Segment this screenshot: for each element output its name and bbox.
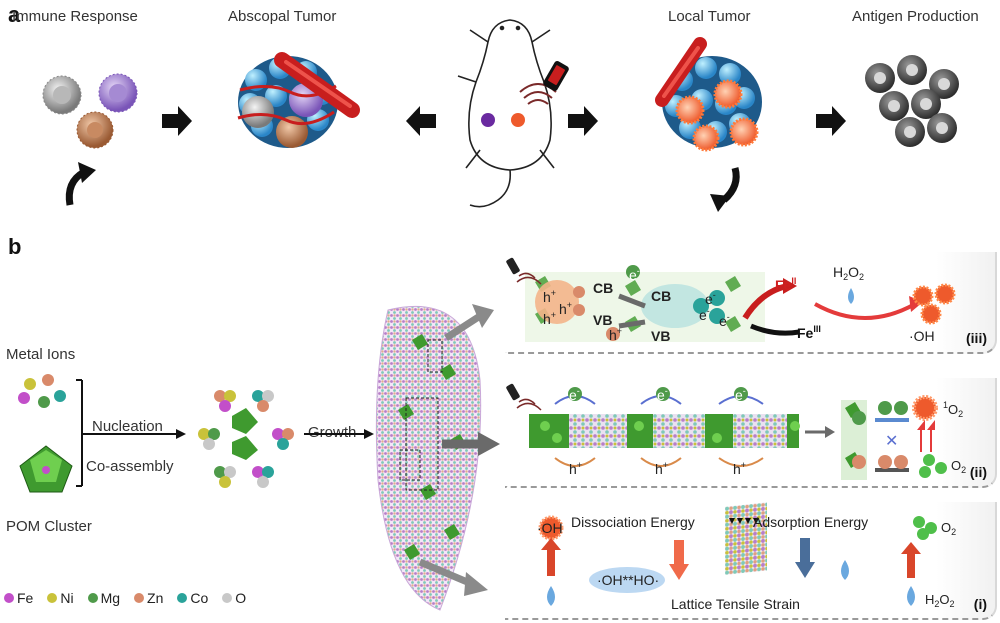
local-tumor-illustration: [655, 37, 762, 152]
mechanism-panel-ii: ✕ e- e- e- h+ h+ h+ 1O2 O2 (ii): [505, 378, 997, 488]
growth-label: Growth: [308, 424, 357, 441]
electron-label-ii-3: e-: [735, 386, 746, 403]
arrow-right-icon-2: [568, 106, 598, 136]
lattice-tensile-strain-label: Lattice Tensile Strain: [671, 596, 800, 612]
fe-ii-label: FeII: [775, 276, 797, 293]
pom-cluster-icon: [19, 445, 73, 493]
immune-response-label: Immune Response: [12, 8, 138, 25]
phone-device-icon: [543, 60, 569, 92]
svg-text:✕: ✕: [885, 433, 898, 450]
electron-label-3: e-: [699, 306, 710, 323]
abscopal-tumor-dot: [481, 113, 495, 127]
legend-item-fe: Fe: [4, 590, 33, 606]
oh-ho-intermediate-label: ·OH**HO·: [597, 572, 660, 588]
singlet-oxygen-label: 1O2: [943, 400, 964, 419]
adsorption-energy-label: Adsorption Energy: [753, 514, 869, 530]
cb-label-right: CB: [651, 288, 672, 304]
photocatalysis-iii-illustration: [506, 257, 956, 342]
electron-label-ii-2: e-: [657, 386, 668, 403]
pom-cluster-label: POM Cluster: [6, 518, 92, 535]
dissociation-energy-label: Dissociation Energy: [571, 514, 695, 530]
nucleation-label: Nucleation: [92, 418, 163, 435]
mechanism-panel-i: ·OH Dissociation Energy Adsorption Energ…: [505, 502, 997, 620]
curved-down-arrow-icon: [721, 167, 740, 203]
h2o2-label-i: H2O2: [925, 592, 955, 609]
lattice-strain-i-illustration: [538, 502, 937, 606]
panel-i-label: (i): [973, 596, 987, 612]
hydroxyl-radical-label-i: ·OH: [537, 520, 563, 536]
immune-cell-purple: [98, 73, 138, 113]
electron-label-1: e-: [629, 266, 640, 283]
element-legend: Fe Ni Mg Zn Co O: [4, 590, 246, 606]
immune-cell-grey: [42, 75, 82, 115]
fe-iii-label: FeIII: [797, 324, 821, 341]
electron-label-ii-1: e-: [569, 386, 580, 403]
hole-label-4: h+: [609, 326, 623, 343]
hole-label-ii-2: h+: [655, 460, 669, 477]
panel-iii-label: (iii): [966, 330, 987, 346]
co-assembly-label: Co-assembly: [86, 458, 174, 475]
hole-label-ii-1: h+: [569, 460, 583, 477]
metal-ions-label: Metal Ions: [6, 346, 76, 363]
hole-label-ii-3: h+: [733, 460, 747, 477]
panel-a-letter: a: [8, 2, 21, 27]
arrow-left-icon: [406, 106, 436, 136]
h2o2-label-iii: H2O2: [833, 264, 865, 282]
legend-item-mg: Mg: [87, 590, 120, 606]
hole-label-1: h+: [543, 288, 557, 305]
arrow-right-icon-3: [816, 106, 846, 136]
electron-label-2: e-: [705, 290, 716, 307]
legend-item-co: Co: [177, 590, 208, 606]
antigen-cells-illustration: [865, 55, 959, 147]
vb-label-left: VB: [593, 312, 613, 328]
immune-cell-brown: [76, 111, 114, 149]
legend-item-ni: Ni: [47, 590, 74, 606]
mouse-illustration: [457, 19, 563, 208]
vb-label-right: VB: [651, 328, 671, 344]
panel-b-letter: b: [8, 234, 22, 259]
cb-label-left: CB: [593, 280, 614, 296]
legend-item-o: O: [222, 590, 246, 606]
abscopal-tumor-label: Abscopal Tumor: [228, 8, 337, 25]
legend-item-zn: Zn: [134, 590, 163, 606]
local-tumor-label: Local Tumor: [668, 8, 751, 25]
charge-transport-ii-illustration: ✕: [506, 383, 947, 480]
arrow-right-icon: [162, 106, 192, 136]
panel-a-illustration: [42, 19, 959, 212]
nanosheet-illustration: [375, 305, 482, 611]
antigen-production-label: Antigen Production: [852, 8, 979, 25]
panel-ii-label: (ii): [969, 464, 987, 480]
hydroxyl-radical-label-iii: ·OH: [909, 328, 935, 344]
electron-label-4: e-: [719, 312, 730, 329]
abscopal-tumor-illustration: [237, 52, 360, 148]
hole-label-3: h+: [543, 310, 557, 327]
oxygen-label-ii: O2: [951, 458, 967, 475]
mechanism-panel-iii: CB VB CB VB h+ h+ h+ h+ e- e- e- e- FeII…: [505, 252, 997, 354]
oxygen-label-i: O2: [941, 520, 957, 537]
local-tumor-dot: [511, 113, 525, 127]
nucleus-cluster-icon: [198, 390, 294, 488]
panel-b-synthesis-illustration: [18, 304, 500, 611]
hole-label-2: h+: [559, 300, 573, 317]
